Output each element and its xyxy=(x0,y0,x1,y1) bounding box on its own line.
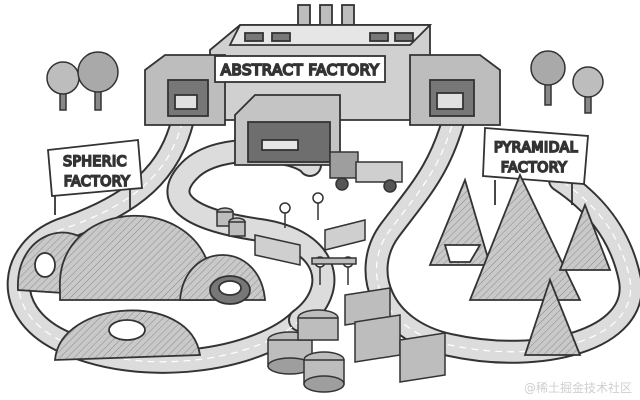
watermark: @稀土掘金技术社区 xyxy=(523,381,632,395)
yard-items xyxy=(216,192,366,285)
stacked-wedges xyxy=(344,287,446,383)
abstract-factory-label: ABSTRACT FACTORY xyxy=(221,61,380,79)
spheric-label-line2: FACTORY xyxy=(64,174,130,190)
road-network xyxy=(6,98,640,374)
spheric-label-line1: SPHERIC xyxy=(63,154,127,170)
stacked-disks xyxy=(267,309,345,393)
truck xyxy=(329,151,403,193)
spheric-domes xyxy=(17,214,266,361)
pyramidal-label-line2: FACTORY xyxy=(501,160,567,176)
pyramidal-label-line1: PYRAMIDAL xyxy=(494,140,578,156)
spheric-factory-sign: SPHERIC FACTORY xyxy=(47,139,143,215)
pyramidal-factory-sign: PYRAMIDAL FACTORY xyxy=(482,127,589,205)
trees-left xyxy=(46,51,119,111)
trees-right xyxy=(530,50,604,114)
pyramids xyxy=(428,172,612,356)
abstract-factory-building: ABSTRACT FACTORY xyxy=(144,4,501,166)
